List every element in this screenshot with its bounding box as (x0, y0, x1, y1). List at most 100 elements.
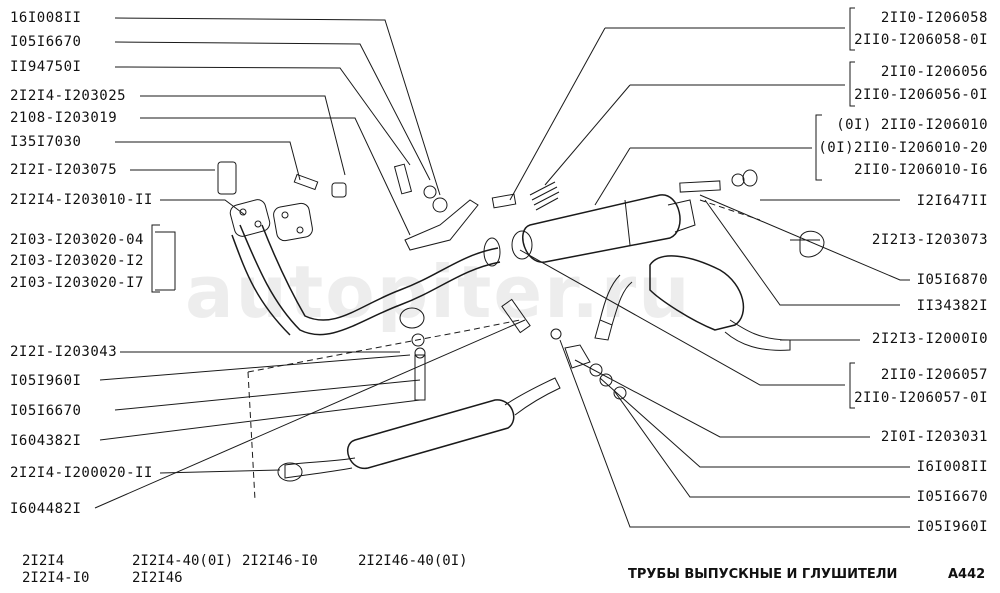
part-label: 2I2I3-I203073 (871, 232, 988, 248)
bolt (501, 298, 531, 334)
part-label: I604382I (10, 433, 82, 449)
leader-line (559, 339, 910, 528)
leader-line (544, 84, 631, 186)
dashed-line (699, 199, 761, 221)
part-label: I05I960I (916, 519, 988, 535)
bolt (293, 173, 319, 191)
part-label: 2I2I4-I203025 (10, 88, 127, 104)
front-pipe (239, 224, 501, 336)
part-label: 2I2I4-I200020-II (10, 465, 153, 481)
pipe-flange (483, 237, 501, 267)
model-code: 2I2I4 (22, 553, 65, 569)
nut (599, 373, 613, 387)
dashed-line (247, 371, 256, 501)
clamp (399, 307, 425, 329)
leader-line (594, 147, 631, 206)
part-label: (0I) 2II0-I206010 (836, 117, 988, 133)
leader-line (140, 95, 346, 176)
part-label: 2II0-I206056-0I (854, 87, 988, 103)
leader-line (114, 66, 411, 166)
leader-line (114, 379, 421, 411)
part-label: 2I2I-I203043 (10, 344, 118, 360)
leader-line (599, 377, 910, 468)
hanger-bracket (404, 199, 479, 251)
pipe-flange (511, 230, 533, 260)
leader-line (160, 199, 246, 216)
nut (423, 185, 437, 199)
part-label: I05I6670 (10, 403, 82, 419)
leader-line (99, 354, 411, 381)
converter (522, 194, 681, 263)
nut (414, 347, 426, 359)
flange (229, 199, 271, 237)
mount-plate (217, 161, 237, 195)
model-code: 2I2I4-40(0I) (132, 553, 234, 569)
part-label: II34382I (916, 298, 988, 314)
bracket (849, 7, 855, 51)
flange (273, 202, 313, 242)
watermark-text: autopiter.ru (185, 250, 692, 334)
part-label: I05I960I (10, 373, 82, 389)
part-label: 2I2I-I203075 (10, 162, 118, 178)
washer (550, 328, 562, 340)
part-label: 2I2I4-I203010-II (10, 192, 153, 208)
part-label: 2108-I203019 (10, 110, 118, 126)
part-label: I2I647II (916, 193, 988, 209)
nut (589, 363, 603, 377)
nut (731, 173, 745, 187)
leader-line (614, 391, 910, 498)
part-label: 2I0I-I203031 (880, 429, 988, 445)
spring (529, 181, 560, 211)
leader-line (519, 249, 845, 386)
dashed-line (247, 319, 521, 373)
leader-line (699, 194, 910, 281)
part-label: I6I008II (916, 459, 988, 475)
leader-line (704, 199, 900, 306)
part-label: 2II0-I206057 (880, 367, 988, 383)
front-pipe (231, 234, 291, 336)
model-code: 2I2I46-I0 (242, 553, 318, 569)
part-label: (0I)2II0-I206010-20 (818, 140, 988, 156)
part-label: I604482I (10, 501, 82, 517)
model-code: 2I2I46-40(0I) (358, 553, 468, 569)
leader-line (115, 141, 301, 181)
part-label: I05I6670 (916, 489, 988, 505)
leader-line (574, 359, 870, 438)
part-label: I35I7030 (10, 134, 82, 150)
part-label: 2II0-I206058-0I (854, 32, 988, 48)
rear-muffler (649, 255, 745, 331)
nut (742, 169, 758, 187)
bolt (393, 163, 413, 195)
bracket (849, 362, 855, 409)
leader-line (114, 17, 441, 196)
bolt (414, 354, 426, 401)
part-label: 2I03-I203020-I2 (10, 253, 144, 269)
leader-line (155, 231, 176, 290)
part-label: I05I6670 (10, 34, 82, 50)
bracket (815, 114, 822, 181)
middle-muffler (347, 399, 515, 469)
washer (411, 333, 425, 347)
bracket (849, 61, 855, 107)
part-label: I05I6870 (916, 272, 988, 288)
diagram-code: A442 (948, 567, 986, 582)
leader-line (159, 469, 281, 474)
part-label: 2II0-I206058 (880, 10, 988, 26)
nut (613, 386, 627, 400)
leader-line (94, 319, 526, 509)
part-label: 2I03-I203020-04 (10, 232, 144, 248)
hanger-bracket (564, 344, 591, 369)
diagram-title: ТРУБЫ ВЫПУСКНЫЕ И ГЛУШИТЕЛИ (628, 567, 898, 582)
part-label: 2I03-I203020-I7 (10, 275, 144, 291)
bracket (151, 224, 160, 293)
part-label: 16I008II (10, 10, 82, 26)
part-label: 2II0-I206010-I6 (854, 162, 988, 178)
leader-line (114, 41, 431, 181)
part-label: 2II0-I206056 (880, 64, 988, 80)
leader-line (99, 399, 421, 441)
part-label: 2II0-I206057-0I (854, 390, 988, 406)
bolt (679, 180, 721, 193)
rubber-hanger (799, 230, 825, 258)
model-code: 2I2I46 (132, 570, 183, 586)
